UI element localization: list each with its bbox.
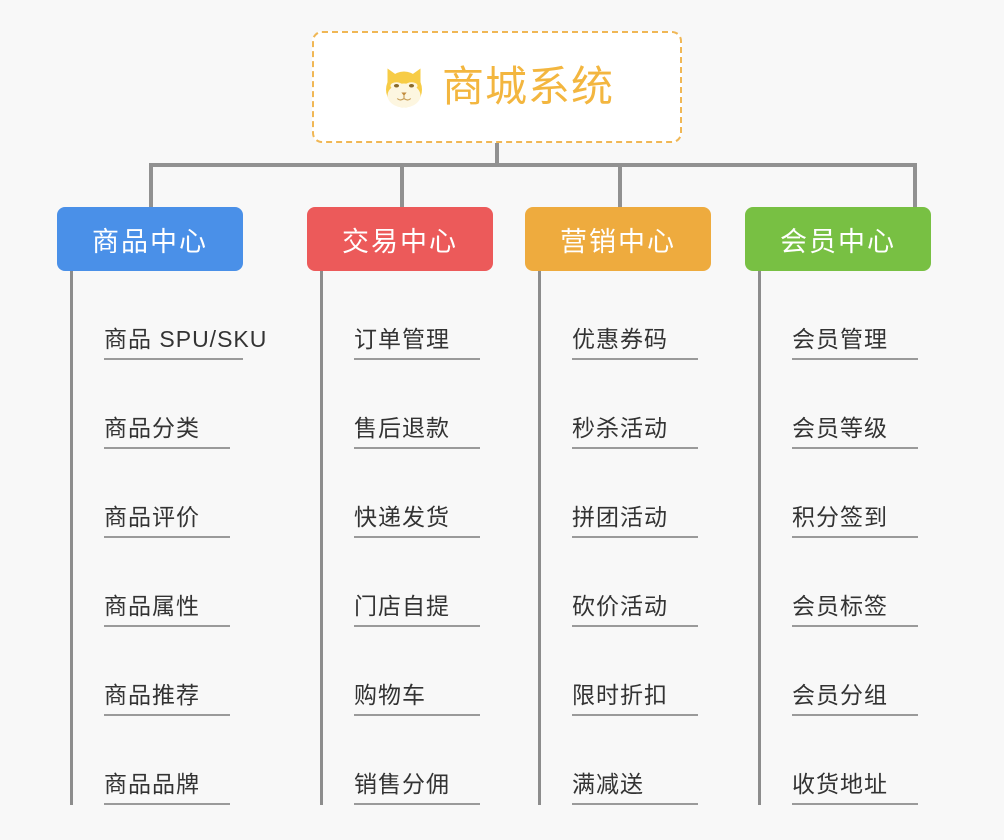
leaf-label: 商品 SPU/SKU bbox=[104, 326, 266, 360]
leaf-label: 满减送 bbox=[572, 771, 698, 805]
leaf-item[interactable]: 会员管理 bbox=[761, 271, 931, 360]
category-box-member-center[interactable]: 会员中心 bbox=[745, 207, 931, 271]
leaf-label: 门店自提 bbox=[354, 593, 480, 627]
leaf-label: 限时折扣 bbox=[572, 682, 698, 716]
leaf-item[interactable]: 商品属性 bbox=[73, 538, 243, 627]
leaf-label: 秒杀活动 bbox=[572, 415, 698, 449]
connector-horizontal-bus bbox=[149, 163, 917, 167]
leaf-item[interactable]: 会员标签 bbox=[761, 538, 931, 627]
leaf-item[interactable]: 门店自提 bbox=[323, 538, 493, 627]
leaf-item[interactable]: 订单管理 bbox=[323, 271, 493, 360]
leaf-label: 收货地址 bbox=[792, 771, 918, 805]
leaf-item[interactable]: 满减送 bbox=[541, 716, 711, 805]
leaf-list-product-center: 商品 SPU/SKU 商品分类 商品评价 商品属性 商品推荐 商品品牌 bbox=[70, 271, 266, 805]
leaf-item[interactable]: 拼团活动 bbox=[541, 449, 711, 538]
leaf-item[interactable]: 砍价活动 bbox=[541, 538, 711, 627]
category-label: 营销中心 bbox=[560, 226, 676, 257]
leaf-item[interactable]: 限时折扣 bbox=[541, 627, 711, 716]
leaf-list-member-center: 会员管理 会员等级 积分签到 会员标签 会员分组 收货地址 bbox=[758, 271, 931, 805]
connector-drop-1 bbox=[149, 163, 153, 209]
leaf-label: 订单管理 bbox=[354, 326, 480, 360]
column-marketing-center: 营销中心 优惠券码 秒杀活动 拼团活动 砍价活动 限时折扣 满减送 bbox=[525, 207, 711, 805]
leaf-item[interactable]: 快递发货 bbox=[323, 449, 493, 538]
column-trade-center: 交易中心 订单管理 售后退款 快递发货 门店自提 购物车 销售分佣 bbox=[307, 207, 493, 805]
leaf-item[interactable]: 会员等级 bbox=[761, 360, 931, 449]
connector-drop-4 bbox=[913, 163, 917, 209]
leaf-item[interactable]: 购物车 bbox=[323, 627, 493, 716]
leaf-label: 商品评价 bbox=[104, 504, 230, 538]
column-product-center: 商品中心 商品 SPU/SKU 商品分类 商品评价 商品属性 商品推荐 商品品牌 bbox=[57, 207, 266, 805]
leaf-label: 售后退款 bbox=[354, 415, 480, 449]
leaf-item[interactable]: 商品评价 bbox=[73, 449, 243, 538]
leaf-label: 商品分类 bbox=[104, 415, 230, 449]
connector-root-stem bbox=[495, 143, 499, 165]
root-node[interactable]: 商城系统 bbox=[312, 31, 682, 143]
leaf-label: 会员等级 bbox=[792, 415, 918, 449]
leaf-label: 会员标签 bbox=[792, 593, 918, 627]
dog-face-icon bbox=[380, 64, 428, 112]
leaf-label: 商品品牌 bbox=[104, 771, 230, 805]
connector-drop-3 bbox=[618, 163, 622, 209]
leaf-list-trade-center: 订单管理 售后退款 快递发货 门店自提 购物车 销售分佣 bbox=[320, 271, 493, 805]
leaf-item[interactable]: 秒杀活动 bbox=[541, 360, 711, 449]
leaf-label: 快递发货 bbox=[354, 504, 480, 538]
leaf-label: 商品推荐 bbox=[104, 682, 230, 716]
leaf-item[interactable]: 商品品牌 bbox=[73, 716, 243, 805]
leaf-label: 拼团活动 bbox=[572, 504, 698, 538]
column-member-center: 会员中心 会员管理 会员等级 积分签到 会员标签 会员分组 收货地址 bbox=[745, 207, 931, 805]
category-box-marketing-center[interactable]: 营销中心 bbox=[525, 207, 711, 271]
connector-drop-2 bbox=[400, 163, 404, 209]
leaf-item[interactable]: 积分签到 bbox=[761, 449, 931, 538]
leaf-item[interactable]: 售后退款 bbox=[323, 360, 493, 449]
leaf-item[interactable]: 会员分组 bbox=[761, 627, 931, 716]
leaf-label: 商品属性 bbox=[104, 593, 230, 627]
leaf-item[interactable]: 商品 SPU/SKU bbox=[73, 271, 266, 360]
root-title: 商城系统 bbox=[441, 63, 614, 110]
leaf-item[interactable]: 收货地址 bbox=[761, 716, 931, 805]
category-box-product-center[interactable]: 商品中心 bbox=[57, 207, 243, 271]
leaf-label: 销售分佣 bbox=[354, 771, 480, 805]
leaf-list-marketing-center: 优惠券码 秒杀活动 拼团活动 砍价活动 限时折扣 满减送 bbox=[538, 271, 711, 805]
leaf-label: 砍价活动 bbox=[572, 593, 698, 627]
leaf-label: 优惠券码 bbox=[572, 326, 698, 360]
category-label: 交易中心 bbox=[342, 226, 458, 257]
category-label: 商品中心 bbox=[92, 226, 208, 257]
leaf-label: 会员管理 bbox=[792, 326, 918, 360]
leaf-item[interactable]: 商品分类 bbox=[73, 360, 243, 449]
leaf-label: 积分签到 bbox=[792, 504, 918, 538]
category-label: 会员中心 bbox=[780, 226, 896, 257]
leaf-item[interactable]: 销售分佣 bbox=[323, 716, 493, 805]
leaf-label: 购物车 bbox=[354, 682, 480, 716]
category-box-trade-center[interactable]: 交易中心 bbox=[307, 207, 493, 271]
leaf-label: 会员分组 bbox=[792, 682, 918, 716]
leaf-item[interactable]: 商品推荐 bbox=[73, 627, 243, 716]
leaf-item[interactable]: 优惠券码 bbox=[541, 271, 711, 360]
